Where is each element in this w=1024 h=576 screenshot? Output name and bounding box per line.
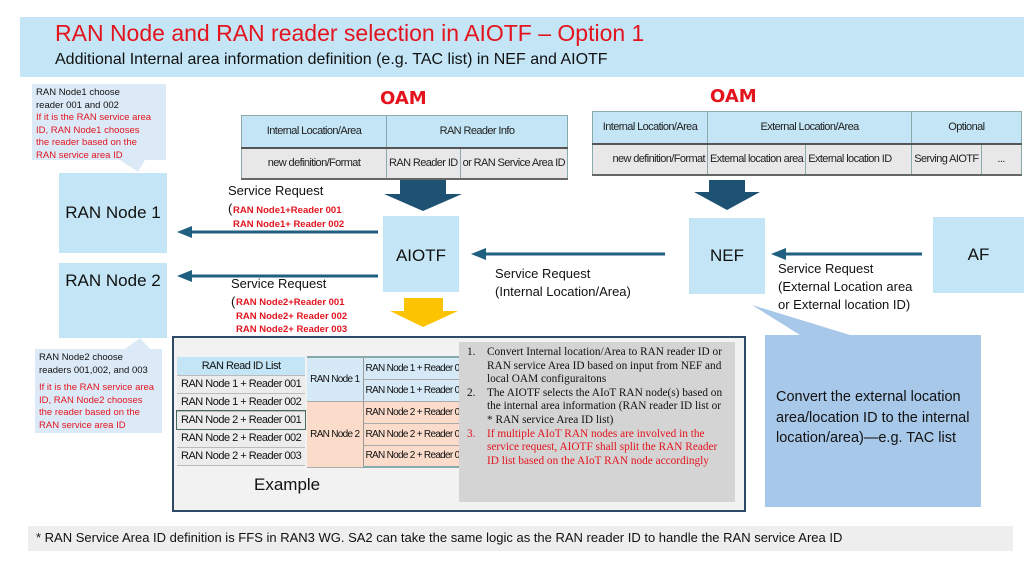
oam-nef-sub-cell: External location ID	[805, 142, 913, 175]
ran-node-2-label: RAN Node 2	[65, 271, 161, 290]
callout1-red-line: the reader based on the	[36, 137, 137, 148]
oam-nef-sub-cell: External location area	[706, 142, 807, 175]
page-subtitle: Additional Internal area information def…	[55, 51, 608, 68]
oam-aiotf-header-cell: Internal Location/Area	[241, 115, 387, 148]
request-to-node1-paren: (	[228, 201, 233, 216]
callout2-red-line: ID, RAN Node2 chooses	[39, 394, 143, 406]
oam-nef-sub-cell: Serving AIOTF	[911, 142, 982, 175]
request-to-node2-title: Service Request	[231, 276, 327, 291]
callout-node2-selection: RAN Node2 choose readers 001,002, and 00…	[35, 349, 162, 433]
oam-nef-down-arrow	[694, 180, 760, 210]
callout1-line: RAN Node1 choose	[36, 87, 120, 98]
callout1-red-line: ID, RAN Node1 chooses	[36, 124, 140, 136]
request-node1-item: RAN Node1+ Reader 002	[233, 219, 345, 230]
oam-nef-sub-cell: new definition/Format	[592, 142, 708, 175]
callout2-red-line: RAN service area ID	[39, 419, 126, 431]
yellow-down-arrow	[390, 298, 458, 327]
request-node2-item: RAN Node2+ Reader 003	[236, 324, 348, 335]
step-item: 1.Convert Internal location/Area to RAN …	[467, 346, 722, 386]
request-af-to-nef-line: Service Request	[778, 261, 874, 276]
callout-node1-selection: RAN Node1 choose reader 001 and 002 If i…	[32, 84, 166, 161]
callout2-red-line: If it is the RAN service area	[39, 382, 155, 393]
oam-aiotf-down-arrow	[384, 180, 462, 211]
split-reader-table: RAN Node 1 RAN Node 1 + Reader 001 RAN N…	[307, 356, 472, 468]
request-nef-to-aiotf-line: Service Request	[495, 266, 591, 281]
oam-nef-label: OAM	[710, 86, 757, 107]
request-nef-to-aiotf-line: (Internal Location/Area)	[495, 284, 631, 299]
oam-aiotf-label: OAM	[380, 88, 427, 109]
example-label: Example	[254, 475, 321, 494]
id-list-row: RAN Node 2 + Reader 003	[177, 447, 306, 466]
request-node1-item: RAN Node1+Reader 001	[233, 205, 342, 216]
split-group-node2: RAN Node 2	[307, 401, 364, 468]
callout1-red-line: If it is the RAN service area	[36, 112, 152, 123]
id-list-row: RAN Node 2 + Reader 001	[175, 410, 307, 430]
request-af-to-nef-line: (External Location area	[778, 279, 913, 294]
header-banner	[20, 17, 1024, 77]
ran-node-1-box[interactable]: RAN Node 1	[59, 173, 167, 253]
callout2-line: RAN Node2 choose	[39, 352, 123, 363]
callout1-tail	[120, 160, 145, 172]
callout1-line: reader 001 and 002	[36, 99, 119, 111]
af-box[interactable]: AF	[933, 217, 1024, 293]
ran-reader-id-list: RAN Read ID List RAN Node 1 + Reader 001…	[175, 357, 307, 466]
page-title: RAN Node and RAN reader selection in AIO…	[55, 20, 645, 46]
oam-aiotf-header-cell: RAN Reader Info	[386, 115, 568, 148]
aiotf-box[interactable]: AIOTF	[383, 216, 459, 292]
callout2-red-line: the reader based on the	[39, 407, 140, 418]
oam-nef-header-cell: Optional	[911, 111, 1022, 144]
oam-aiotf-table: Internal Location/Area RAN Reader Info n…	[241, 115, 568, 180]
request-node2-item: RAN Node2+Reader 001	[236, 297, 345, 308]
id-list-header: RAN Read ID List	[177, 357, 306, 376]
split-reader-row: RAN Node 2 + Reader 001	[363, 401, 472, 424]
split-reader-row: RAN Node 2 + Reader 002	[363, 423, 472, 446]
step-item-highlighted: 3.If multiple AIoT RAN nodes are involve…	[467, 427, 718, 467]
split-reader-row: RAN Node 1 + Reader 002	[363, 379, 472, 402]
id-list-row: RAN Node 2 + Reader 002	[177, 429, 306, 448]
request-af-to-nef-line: or External location ID)	[778, 297, 911, 312]
oam-aiotf-sub-cell: new definition/Format	[241, 146, 387, 179]
callout2-line: readers 001,002, and 003	[39, 364, 148, 376]
oam-nef-header-cell: External Location/Area	[706, 111, 913, 144]
request-to-node2-paren: (	[231, 294, 236, 309]
nef-label: NEF	[710, 246, 744, 265]
ran-node-1-label: RAN Node 1	[65, 203, 161, 222]
nef-convert-note: Convert the external location area/locat…	[765, 335, 981, 507]
af-label: AF	[967, 245, 990, 264]
callout1-red-line: RAN service area ID	[36, 149, 123, 161]
oam-nef-sub-cell: ...	[980, 142, 1022, 175]
aiotf-steps-box: 1.Convert Internal location/Area to RAN …	[459, 342, 735, 502]
oam-aiotf-sub-cell: or RAN Service Area ID	[459, 146, 568, 179]
callout2-tail	[125, 338, 150, 349]
id-list-row: RAN Node 1 + Reader 001	[177, 375, 306, 394]
nef-box[interactable]: NEF	[689, 218, 765, 294]
step-item: 2.The AIOTF selects the AIoT RAN node(s)…	[467, 386, 723, 426]
request-to-node1-title: Service Request	[228, 183, 324, 198]
split-group-node1: RAN Node 1	[307, 356, 364, 402]
id-list-row: RAN Node 1 + Reader 002	[177, 393, 306, 412]
ran-node-2-box[interactable]: RAN Node 2	[59, 263, 167, 338]
request-node2-item: RAN Node2+ Reader 002	[236, 311, 348, 322]
convert-callout-tail	[752, 305, 850, 335]
split-reader-row: RAN Node 1 + Reader 001	[363, 356, 472, 380]
oam-aiotf-sub-cell: RAN Reader ID	[386, 146, 461, 179]
oam-nef-header-cell: Internal Location/Area	[592, 111, 708, 144]
footnote: * RAN Service Area ID definition is FFS …	[28, 526, 1013, 551]
split-reader-row: RAN Node 2 + Reader 003	[363, 445, 472, 468]
aiotf-label: AIOTF	[395, 246, 447, 265]
oam-nef-table: Internal Location/Area External Location…	[592, 111, 1022, 176]
